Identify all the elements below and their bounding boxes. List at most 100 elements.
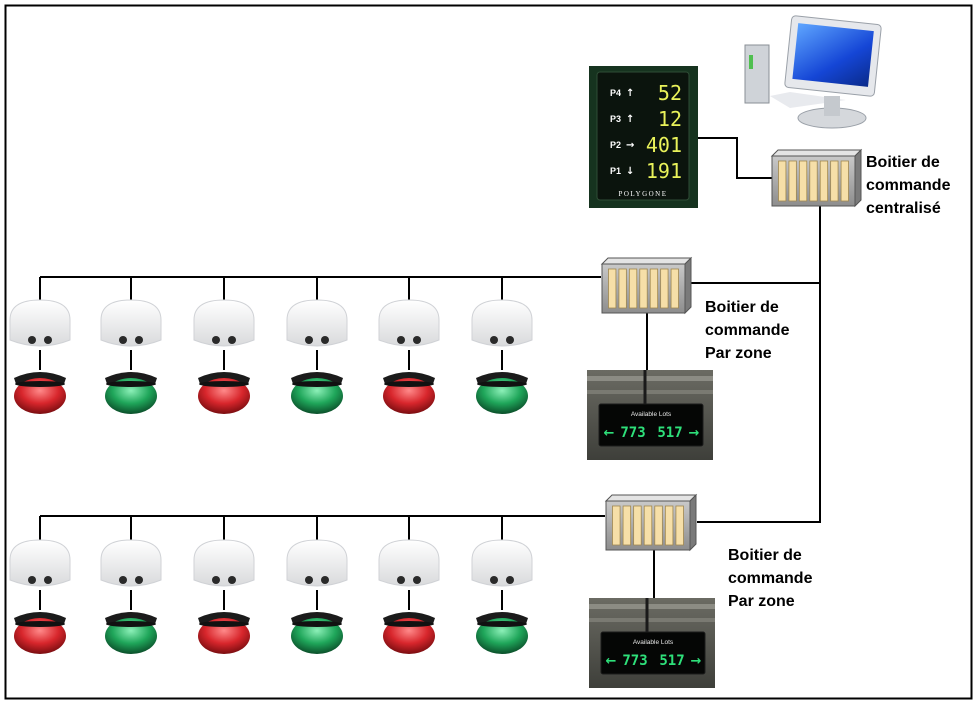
controller-slot: [612, 505, 621, 546]
controller-slot: [798, 160, 808, 202]
controller-slot: [660, 268, 669, 309]
controller-slot: [670, 268, 679, 309]
ultrasonic-sensor-icon: [193, 539, 255, 587]
controller-slot: [664, 505, 674, 546]
sign-caption: Available Lots: [633, 639, 674, 646]
label-line: Par zone: [728, 593, 795, 610]
controller-slot: [778, 160, 787, 202]
panel-count: 12: [658, 107, 682, 131]
controller-slot: [649, 268, 659, 309]
occupancy-light-green-icon: [291, 372, 343, 414]
controller-slot: [809, 160, 818, 202]
panel-row-p1: P1 ↓ 191: [610, 159, 682, 183]
sensor-unit: [193, 516, 255, 654]
sensor-unit: [286, 516, 348, 654]
panel-arrow-icon: ↑: [626, 88, 634, 99]
occupancy-light-green-icon: [291, 612, 343, 654]
label-line: centralisé: [866, 200, 941, 217]
sensor-unit: [9, 516, 71, 654]
panel-count: 191: [646, 159, 682, 183]
sign-right-count: 517: [659, 653, 684, 669]
occupancy-light-red-icon: [14, 372, 66, 414]
sign-left-arrow-icon: ←: [606, 654, 617, 669]
controller-slot: [840, 160, 849, 202]
zone-1-availability-sign: Available Lots ← 773 517 →: [587, 370, 713, 460]
sensor-unit: [471, 516, 533, 654]
ultrasonic-sensor-icon: [9, 299, 71, 347]
controller-slot: [633, 505, 642, 546]
controller-slot: [639, 268, 648, 309]
panel-arrow-icon: ↓: [626, 166, 634, 177]
ultrasonic-sensor-icon: [471, 299, 533, 347]
controller-slot: [675, 505, 684, 546]
controller-slot: [819, 160, 829, 202]
ultrasonic-sensor-icon: [471, 539, 533, 587]
ultrasonic-sensor-icon: [100, 539, 162, 587]
occupancy-light-red-icon: [198, 612, 250, 654]
computer-icon: [744, 15, 882, 129]
sign-right-arrow-icon: →: [691, 654, 702, 669]
controller-slot: [788, 160, 797, 202]
sensor-unit: [100, 277, 162, 414]
label-line: Boitier de: [728, 547, 802, 564]
panel-count: 52: [658, 81, 682, 105]
label-line: Boitier de: [705, 299, 779, 316]
occupancy-light-red-icon: [14, 612, 66, 654]
controller-slot: [830, 160, 839, 202]
wiring: [40, 137, 821, 598]
ultrasonic-sensor-icon: [286, 539, 348, 587]
sign-left-arrow-icon: ←: [604, 426, 615, 441]
sign-caption: Available Lots: [631, 411, 672, 418]
occupancy-light-green-icon: [476, 372, 528, 414]
sign-left-count: 773: [622, 653, 647, 669]
central-controller: [770, 148, 863, 208]
occupancy-light-green-icon: [476, 612, 528, 654]
zone-1-controller-label: Boitier de commande Par zone: [705, 296, 789, 365]
sensor-unit: [378, 516, 440, 654]
sensor-unit: [100, 516, 162, 654]
panel-level-label: P1: [610, 166, 621, 176]
sign-right-count: 517: [657, 425, 682, 441]
panel-brand: POLYGONE: [618, 190, 667, 198]
sign-left-count: 773: [620, 425, 645, 441]
controller-slot: [628, 268, 638, 309]
panel-arrow-icon: ↑: [626, 114, 634, 125]
sign-right-arrow-icon: →: [689, 426, 700, 441]
label-line: Par zone: [705, 345, 772, 362]
panel-row-p3: P3 ↑ 12: [610, 107, 682, 131]
ultrasonic-sensor-icon: [193, 299, 255, 347]
panel-row-p2: P2→401: [610, 133, 682, 157]
sensor-unit: [193, 277, 255, 414]
sensor-unit: [471, 277, 533, 414]
controller-slot: [643, 505, 653, 546]
occupancy-light-red-icon: [383, 372, 435, 414]
ultrasonic-sensor-icon: [9, 539, 71, 587]
label-line: Boitier de: [866, 154, 940, 171]
zone-1-controller: [600, 256, 693, 315]
central-controller-label: Boitier de commande centralisé: [866, 151, 950, 220]
label-line: commande: [728, 570, 813, 587]
ultrasonic-sensor-icon: [100, 299, 162, 347]
label-line: commande: [866, 177, 951, 194]
sensor-unit: [286, 277, 348, 414]
zone-2-controller: [604, 493, 698, 552]
panel-level-label: P3: [610, 114, 621, 124]
label-line: commande: [705, 322, 790, 339]
sensor-row-zone-2: [9, 516, 533, 654]
occupancy-light-red-icon: [198, 372, 250, 414]
panel-row-p4: P4 ↑ 52: [610, 81, 682, 105]
zone-2-controller-label: Boitier de commande Par zone: [728, 544, 812, 613]
panel-level-label: P4: [610, 88, 621, 98]
occupancy-light-red-icon: [383, 612, 435, 654]
occupancy-light-green-icon: [105, 372, 157, 414]
ultrasonic-sensor-icon: [378, 299, 440, 347]
zone-2-availability-sign: Available Lots ← 773 517 →: [589, 598, 715, 688]
controller-slot: [654, 505, 663, 546]
sensor-row-zone-1: [9, 277, 533, 414]
controller-slot: [618, 268, 627, 309]
sensor-unit: [378, 277, 440, 414]
diagram-frame: [4, 4, 973, 700]
panel-count: 401: [646, 133, 682, 157]
controller-slot: [622, 505, 632, 546]
